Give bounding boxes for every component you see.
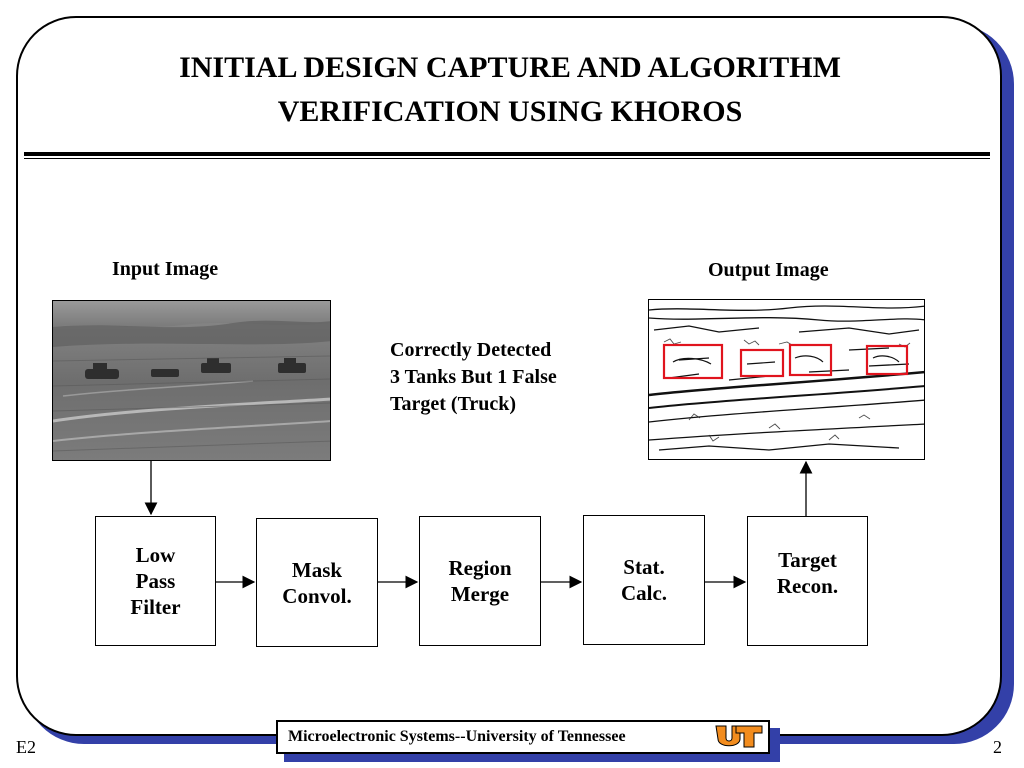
pipeline-step-region-merge: Region Merge [419, 516, 541, 646]
slide-title: INITIAL DESIGN CAPTURE AND ALGORITHM VER… [60, 46, 960, 134]
input-image-caption: Input Image [112, 258, 219, 280]
title-rule-thin [24, 158, 990, 159]
pipeline-step-low-pass-filter: Low Pass Filter [95, 516, 216, 646]
annotation-line-3: Target (Truck) [390, 393, 517, 415]
pipeline-step-label: Region Merge [448, 556, 512, 606]
output-image-caption: Output Image [708, 259, 829, 281]
title-rule-thick [24, 152, 990, 156]
annotation-line-1: Correctly Detected [390, 339, 552, 361]
slide-id-label: E2 [16, 737, 36, 757]
page-number: 2 [993, 737, 1002, 757]
pipeline-step-label: Mask Convol. [282, 557, 352, 608]
output-image [648, 299, 925, 460]
title-line-2: VERIFICATION USING KHOROS [277, 95, 743, 128]
output-image-graphic [649, 305, 924, 451]
footer-text: Microelectronic Systems--University of T… [288, 728, 626, 745]
pipeline-step-label: Target Recon. [776, 548, 839, 598]
pipeline-step-stat-calc: Stat. Calc. [583, 515, 705, 645]
input-image [52, 300, 331, 461]
title-line-1: INITIAL DESIGN CAPTURE AND ALGORITHM [179, 51, 841, 84]
annotation-line-2: 3 Tanks But 1 False [390, 366, 557, 388]
pipeline-step-mask-convol: Mask Convol. [256, 518, 378, 647]
footer-bar: Microelectronic Systems--University of T… [276, 720, 770, 754]
detection-annotation: Correctly Detected 3 Tanks But 1 False T… [390, 337, 620, 418]
pipeline-step-label: Stat. Calc. [620, 555, 668, 605]
ut-logo-icon [712, 722, 766, 750]
pipeline-step-target-recon: Target Recon. [747, 516, 868, 646]
pipeline-step-label: Low Pass Filter [130, 543, 181, 619]
input-image-graphic [53, 301, 330, 460]
